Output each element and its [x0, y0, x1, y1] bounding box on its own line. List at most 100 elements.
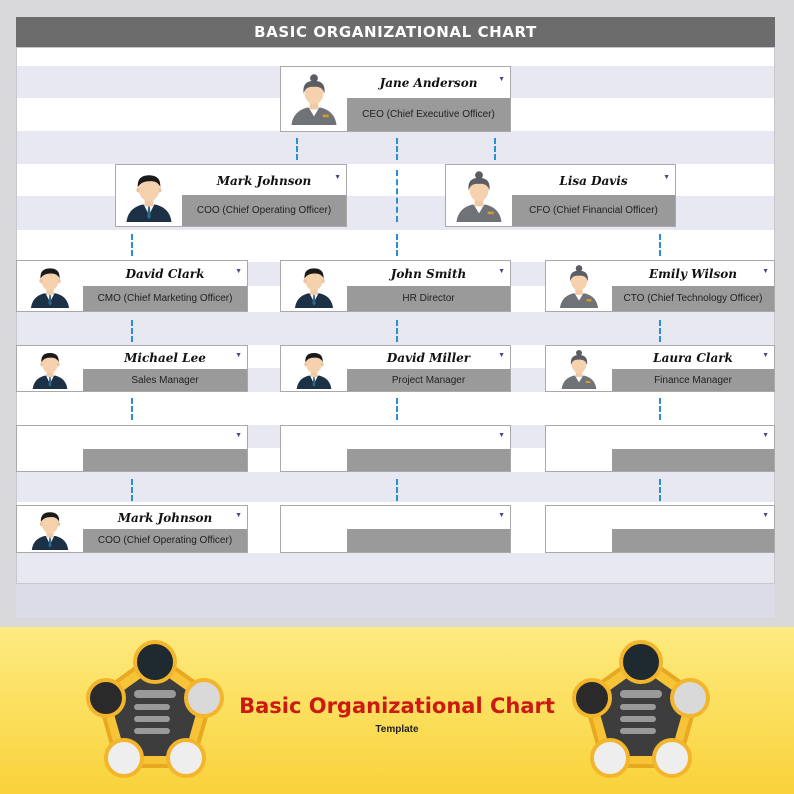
connector-line: [131, 398, 133, 420]
employee-role: [612, 529, 774, 552]
row-stripe: [16, 131, 775, 164]
employee-name[interactable]: [612, 506, 774, 531]
org-card-coo-repeat[interactable]: Mark Johnson ▼ COO (Chief Operating Offi…: [16, 505, 248, 553]
org-card-ceo[interactable]: Jane Anderson ▼ CEO (Chief Executive Off…: [280, 66, 511, 132]
male-avatar-icon: [123, 170, 175, 222]
employee-name[interactable]: [347, 506, 510, 531]
chevron-down-icon[interactable]: ▼: [334, 174, 341, 181]
female-avatar-icon: [559, 349, 599, 389]
avatar-placeholder: [546, 426, 613, 471]
employee-name[interactable]: David Clark: [83, 261, 247, 287]
avatar: [281, 67, 348, 131]
employee-name[interactable]: Lisa Davis: [512, 165, 675, 197]
employee-name[interactable]: John Smith: [347, 261, 510, 287]
template-preview-graphic: [572, 640, 710, 778]
row-stripe: [16, 553, 775, 584]
chevron-down-icon[interactable]: ▼: [498, 352, 505, 359]
avatar: [17, 506, 84, 552]
avatar-placeholder: [281, 426, 348, 471]
chevron-down-icon[interactable]: ▼: [498, 512, 505, 519]
connector-line: [659, 398, 661, 420]
chevron-down-icon[interactable]: ▼: [762, 512, 769, 519]
employee-name[interactable]: Mark Johnson: [83, 506, 247, 531]
chevron-down-icon[interactable]: ▼: [498, 76, 505, 83]
org-card-cto[interactable]: Emily Wilson ▼ CTO (Chief Technology Off…: [545, 260, 775, 312]
org-card-empty[interactable]: ▼: [280, 425, 511, 472]
employee-role: COO (Chief Operating Officer): [83, 529, 247, 552]
org-card-cfo[interactable]: Lisa Davis ▼ CFO (Chief Financial Office…: [445, 164, 676, 227]
chevron-down-icon[interactable]: ▼: [235, 268, 242, 275]
avatar-placeholder: [546, 506, 613, 552]
male-avatar-icon: [30, 349, 70, 389]
connector-line: [396, 234, 398, 256]
chevron-down-icon[interactable]: ▼: [762, 268, 769, 275]
female-avatar-icon: [557, 264, 601, 308]
chevron-down-icon[interactable]: ▼: [235, 512, 242, 519]
connector-line: [131, 234, 133, 256]
chevron-down-icon[interactable]: ▼: [762, 432, 769, 439]
employee-name[interactable]: Mark Johnson: [182, 165, 346, 197]
org-card-coo[interactable]: Mark Johnson ▼ COO (Chief Operating Offi…: [115, 164, 347, 227]
avatar: [281, 261, 348, 311]
employee-role: HR Director: [347, 286, 510, 311]
employee-role: CEO (Chief Executive Officer): [347, 98, 510, 131]
female-avatar-icon: [453, 170, 505, 222]
row-stripe: [16, 584, 775, 617]
connector-line: [659, 234, 661, 256]
org-card-cmo[interactable]: David Clark ▼ CMO (Chief Marketing Offic…: [16, 260, 248, 312]
avatar-placeholder: [281, 506, 348, 552]
connector-line: [659, 479, 661, 501]
employee-role: Sales Manager: [83, 369, 247, 391]
chevron-down-icon[interactable]: ▼: [498, 432, 505, 439]
org-card-empty[interactable]: ▼: [16, 425, 248, 472]
avatar: [17, 346, 84, 391]
employee-name[interactable]: [612, 426, 774, 450]
employee-role: CTO (Chief Technology Officer): [612, 286, 774, 311]
employee-name[interactable]: Michael Lee: [83, 346, 247, 370]
chevron-down-icon[interactable]: ▼: [235, 432, 242, 439]
connector-line: [396, 479, 398, 501]
connector-line: [296, 138, 298, 160]
chevron-down-icon[interactable]: ▼: [235, 352, 242, 359]
avatar: [281, 346, 348, 391]
avatar: [17, 261, 84, 311]
employee-role: CFO (Chief Financial Officer): [512, 195, 675, 226]
employee-name[interactable]: Emily Wilson: [612, 261, 774, 287]
connector-line: [131, 479, 133, 501]
org-card-project[interactable]: David Miller ▼ Project Manager: [280, 345, 511, 392]
employee-name[interactable]: [83, 426, 247, 450]
male-avatar-icon: [28, 264, 72, 308]
female-avatar-icon: [288, 73, 340, 125]
connector-line: [396, 170, 398, 222]
org-card-sales[interactable]: Michael Lee ▼ Sales Manager: [16, 345, 248, 392]
avatar: [546, 261, 613, 311]
employee-name[interactable]: [347, 426, 510, 450]
chart-title: BASIC ORGANIZATIONAL CHART: [16, 17, 775, 47]
connector-line: [396, 398, 398, 420]
connector-line: [396, 320, 398, 342]
org-card-empty[interactable]: ▼: [545, 505, 775, 553]
employee-name[interactable]: Jane Anderson: [347, 67, 510, 100]
org-card-empty[interactable]: ▼: [545, 425, 775, 472]
employee-role: [83, 449, 247, 471]
avatar-placeholder: [17, 426, 84, 471]
chevron-down-icon[interactable]: ▼: [498, 268, 505, 275]
employee-role: [347, 449, 510, 471]
row-stripe: [16, 472, 775, 502]
org-card-empty[interactable]: ▼: [280, 505, 511, 553]
connector-line: [131, 320, 133, 342]
chevron-down-icon[interactable]: ▼: [663, 174, 670, 181]
row-stripe: [16, 312, 775, 345]
banner-subtitle: Template: [375, 724, 419, 735]
male-avatar-icon: [294, 349, 334, 389]
employee-name[interactable]: Laura Clark: [612, 346, 774, 370]
template-preview-graphic: [86, 640, 224, 778]
avatar: [546, 346, 613, 391]
chevron-down-icon[interactable]: ▼: [762, 352, 769, 359]
connector-line: [396, 138, 398, 160]
employee-name[interactable]: David Miller: [347, 346, 510, 370]
org-card-finance[interactable]: Laura Clark ▼ Finance Manager: [545, 345, 775, 392]
banner-title: Basic Organizational Chart: [239, 694, 555, 718]
org-card-hr[interactable]: John Smith ▼ HR Director: [280, 260, 511, 312]
employee-role: CMO (Chief Marketing Officer): [83, 286, 247, 311]
